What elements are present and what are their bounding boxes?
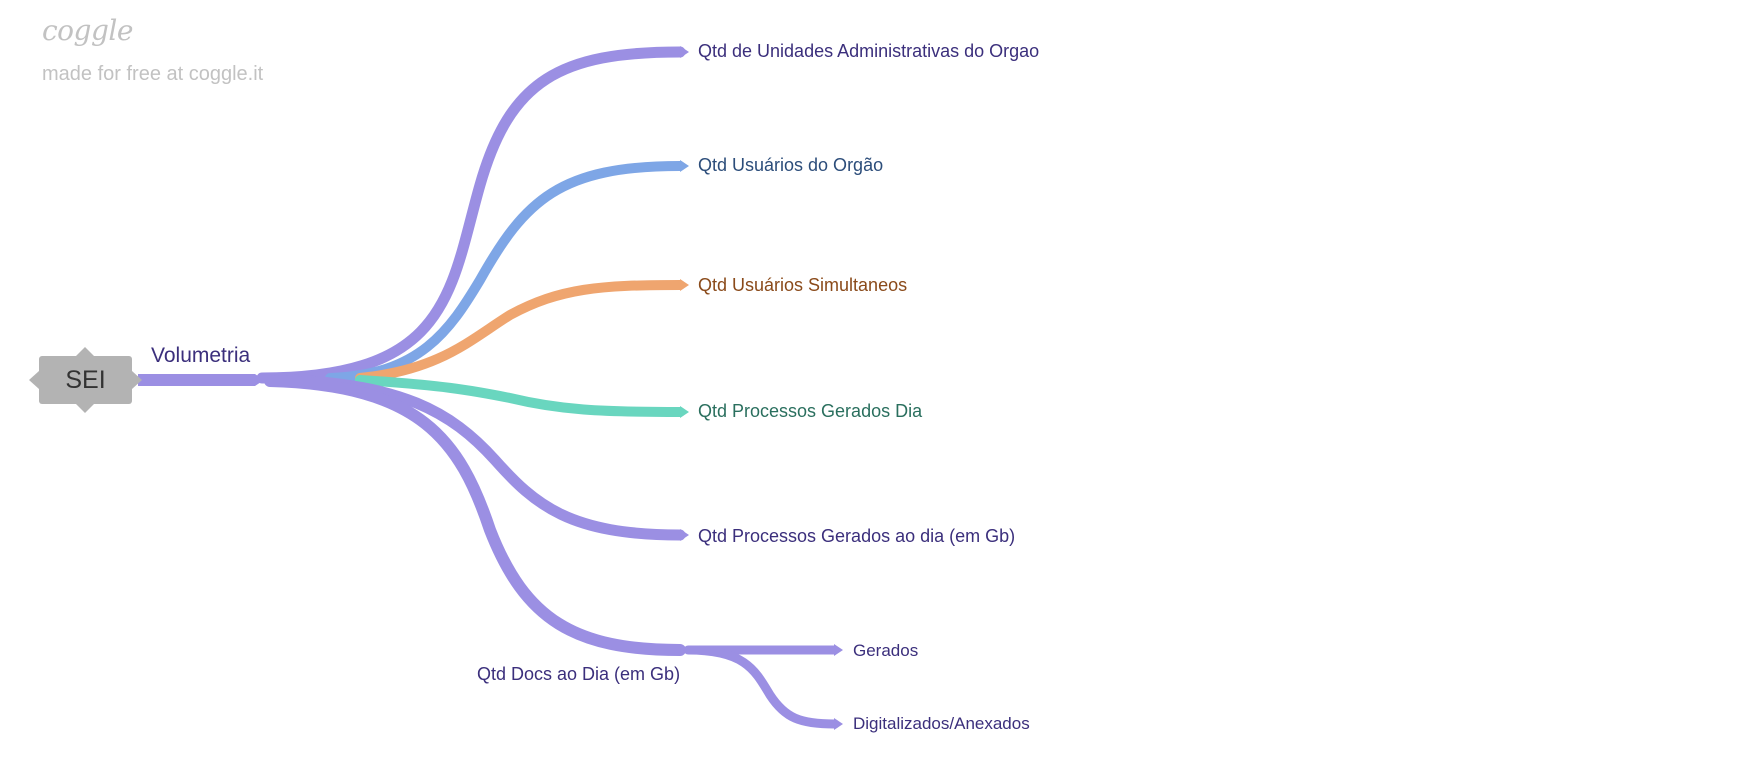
edge-volumetria-simultaneos [355, 280, 685, 383]
node-qtd-processos-gb[interactable]: Qtd Processos Gerados ao dia (em Gb) [698, 526, 1016, 546]
edge-usuarios-arrow [680, 160, 689, 172]
edge-digitalizados-arrow [834, 718, 843, 730]
root-node-sei[interactable]: SEI [29, 347, 142, 413]
root-node-handle-top [76, 347, 94, 356]
node-qtd-unidades[interactable]: Qtd de Unidades Administrativas do Orgao [698, 41, 1040, 61]
coggle-logo[interactable]: coggle [42, 14, 133, 47]
node-gerados[interactable]: Gerados [853, 641, 919, 660]
edge-volumetria-unidades [256, 46, 686, 384]
edge-volumetria-usuarios [325, 161, 685, 383]
coggle-tagline[interactable]: made for free at coggle.it [42, 63, 264, 85]
node-qtd-usuarios[interactable]: Qtd Usuários do Orgão [698, 155, 884, 175]
node-qtd-usuarios-simultaneos[interactable]: Qtd Usuários Simultaneos [698, 275, 908, 295]
edge-docs-digitalizados [683, 645, 840, 729]
node-volumetria[interactable]: Volumetria [151, 344, 251, 367]
edge-processos-dia-arrow [680, 406, 689, 418]
root-node-handle-left [29, 371, 39, 389]
edge-gerados-arrow [834, 644, 843, 656]
node-qtd-processos-dia[interactable]: Qtd Processos Gerados Dia [698, 401, 923, 421]
edge-simultaneos-arrow [680, 279, 689, 291]
edge-unidades-arrow [680, 46, 689, 58]
root-node-label: SEI [65, 366, 106, 394]
root-node-handle-right [132, 371, 142, 389]
edge-processos-gb-arrow [680, 529, 689, 541]
node-digitalizados-anexados[interactable]: Digitalizados/Anexados [853, 714, 1030, 733]
root-node-handle-bottom [76, 404, 94, 413]
root-node-shape [39, 356, 132, 404]
edge-volumetria-docs [264, 375, 686, 656]
node-qtd-docs-dia[interactable]: Qtd Docs ao Dia (em Gb) [477, 664, 681, 684]
edge-volumetria-processos-gb [284, 374, 686, 541]
edge-volumetria-processos-dia [355, 375, 685, 417]
